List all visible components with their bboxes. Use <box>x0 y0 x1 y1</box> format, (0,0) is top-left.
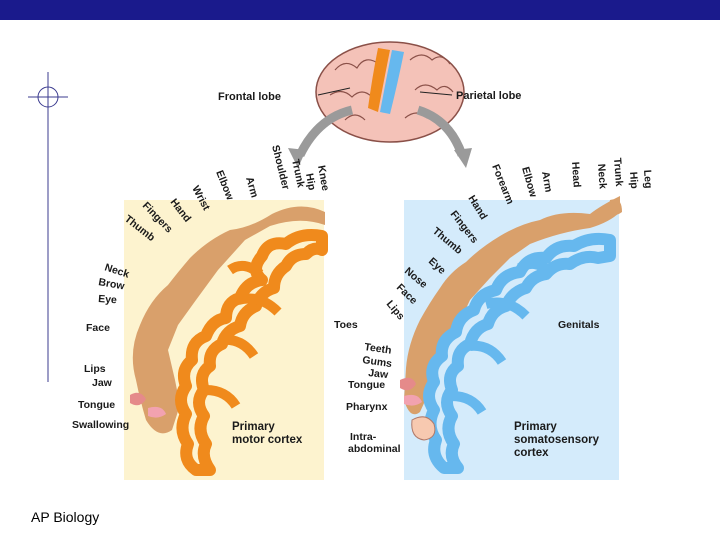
sensory-label-genitals: Genitals <box>558 319 600 331</box>
sensory-label-leg: Leg <box>641 169 654 188</box>
sensory-label-neck: Neck <box>595 163 609 189</box>
motor-cortex-title-2: motor cortex <box>232 434 303 446</box>
sensory-cortex-title-2: somatosensory <box>514 434 600 446</box>
motor-label-jaw: Jaw <box>92 377 113 389</box>
parietal-lobe-label: Parietal lobe <box>456 90 521 102</box>
abdominal-organ <box>411 416 436 441</box>
sensory-cortex-band <box>423 232 616 474</box>
motor-label-elbow: Elbow <box>213 169 236 203</box>
sensory-label-pharynx: Pharynx <box>346 401 388 413</box>
sensory-label-elbow: Elbow <box>519 166 539 200</box>
sensory-cortex-title-3: cortex <box>514 447 549 459</box>
motor-label-lips: Lips <box>84 363 106 375</box>
motor-label-toes: Toes <box>334 319 358 331</box>
motor-label-swallowing: Swallowing <box>72 419 129 431</box>
sensory-foot <box>608 199 622 215</box>
sensory-label-forearm: Forearm <box>489 163 516 206</box>
motor-cortex-folds <box>205 260 282 409</box>
brain-motor-strip <box>368 48 390 112</box>
motor-tongue <box>148 406 166 418</box>
sensory-label-hip: Hip <box>627 171 640 189</box>
title-bar-fill <box>0 0 720 20</box>
parietal-lobe-leader <box>419 91 453 96</box>
arrow-to-motor-head <box>288 148 306 168</box>
motor-label-arm: Arm <box>243 176 260 200</box>
sensory-lips <box>400 377 416 391</box>
brain-folds <box>329 54 454 121</box>
sensory-cortex-folds <box>451 258 554 415</box>
arrow-to-motor <box>295 105 354 158</box>
sensory-tongue <box>404 394 422 406</box>
motor-label-knee: Knee <box>315 164 331 192</box>
motor-lips <box>130 392 146 406</box>
sensory-label-intra: Intra- <box>350 431 377 443</box>
sensory-label-tongue: Tongue <box>348 379 385 391</box>
arrow-to-sensory <box>416 105 467 157</box>
crosshair-decoration <box>28 72 68 382</box>
title-bar <box>0 0 720 20</box>
sensory-label-gums: Gums <box>362 354 393 370</box>
sensory-label-teeth: Teeth <box>364 341 393 357</box>
motor-label-shoulder: Shoulder <box>269 144 292 191</box>
motor-label-face: Face <box>86 322 110 334</box>
motor-label-hip: Hip <box>303 172 318 191</box>
sensory-label-trunk: Trunk <box>611 157 625 187</box>
footer-course-label: AP Biology <box>31 509 100 525</box>
crosshair-circle <box>37 86 59 108</box>
sensory-label-arm: Arm <box>539 170 554 193</box>
motor-cortex-title-1: Primary <box>232 421 275 433</box>
brain-sensory-strip <box>380 50 404 114</box>
sensory-label-abdominal: abdominal <box>348 443 401 455</box>
motor-label-tongue: Tongue <box>78 399 115 411</box>
sensory-label-lips: Lips <box>384 298 407 322</box>
sensory-label-jaw: Jaw <box>368 367 390 381</box>
arrow-to-sensory-head <box>454 148 472 168</box>
frontal-lobe-leader <box>317 87 351 96</box>
motor-label-trunk: Trunk <box>289 158 307 189</box>
sensory-cortex-title-1: Primary <box>514 421 557 433</box>
motor-label-eye: Eye <box>98 293 118 306</box>
frontal-lobe-label: Frontal lobe <box>218 91 281 103</box>
motor-label-brow: Brow <box>97 276 126 293</box>
sensory-label-head: Head <box>569 161 583 187</box>
